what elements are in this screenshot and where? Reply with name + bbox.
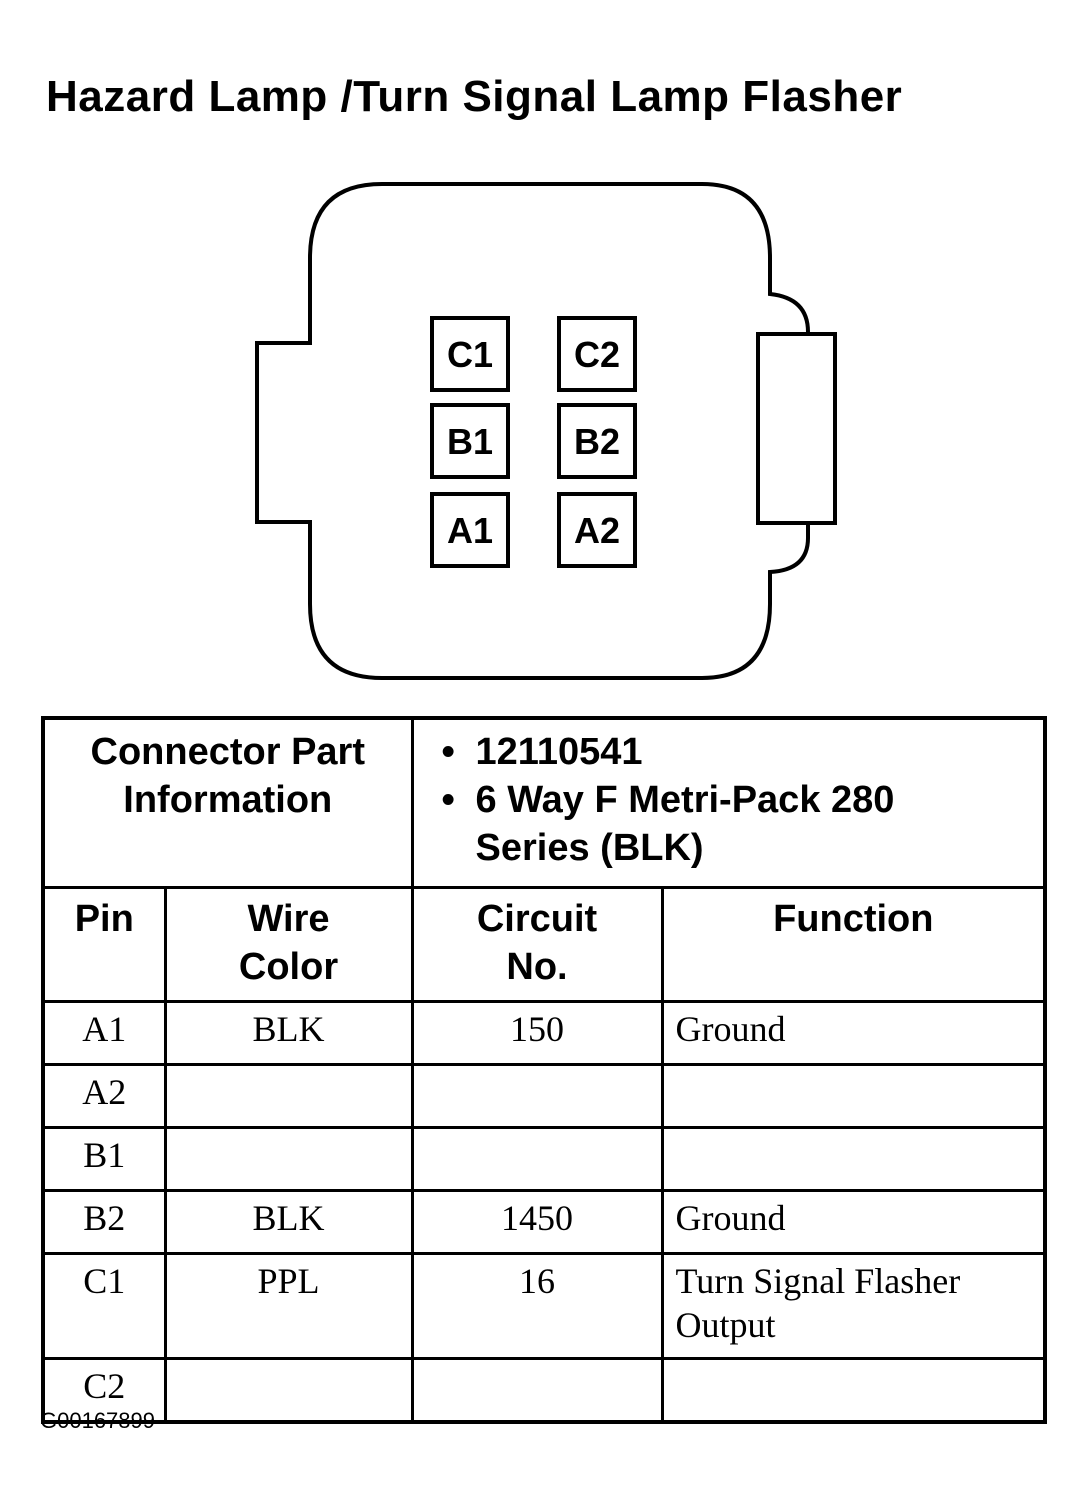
table-row: B1 bbox=[41, 1126, 1047, 1192]
header-circuit-no: Circuit No. bbox=[410, 886, 664, 1003]
part-info-value: • 12110541 • 6 Way F Metri-Pack 280 Seri… bbox=[410, 716, 1047, 889]
pin-cavity-a1: A1 bbox=[430, 492, 510, 568]
pin-label: B1 bbox=[447, 421, 493, 462]
pin-cell: B2 bbox=[41, 1189, 167, 1255]
wire-color-cell bbox=[163, 1063, 414, 1129]
part-info-label-line2: Information bbox=[123, 779, 333, 821]
pin-cavity-b2: B2 bbox=[557, 403, 637, 479]
wire-color-cell: PPL bbox=[163, 1252, 414, 1360]
connector-pinout-table-container: Connector Part Information • 12110541 • … bbox=[41, 716, 1048, 1424]
circuit-cell bbox=[410, 1126, 664, 1192]
header-pin-text: Pin bbox=[74, 898, 134, 940]
part-series-text: Series (BLK) bbox=[475, 827, 704, 869]
function-cell bbox=[660, 1357, 1047, 1424]
wire-color-cell bbox=[163, 1126, 414, 1192]
pin-label: A1 bbox=[447, 510, 493, 551]
circuit-cell: 16 bbox=[410, 1252, 664, 1360]
pin-cavity-c2: C2 bbox=[557, 316, 637, 392]
pin-cell: C1 bbox=[41, 1252, 167, 1360]
bullet-icon: • bbox=[441, 779, 455, 821]
connector-outline bbox=[255, 182, 810, 680]
function-cell bbox=[660, 1063, 1047, 1129]
table-row: A1 BLK 150 Ground bbox=[41, 1000, 1047, 1066]
pin-cell: A1 bbox=[41, 1000, 167, 1066]
header-function-text: Function bbox=[773, 898, 934, 940]
table-row: A2 bbox=[41, 1063, 1047, 1129]
wire-color-cell: BLK bbox=[163, 1000, 414, 1066]
header-pin: Pin bbox=[41, 886, 167, 1003]
part-description-text: 6 Way F Metri-Pack 280 bbox=[475, 779, 895, 821]
function-cell: Turn Signal Flasher Output bbox=[660, 1252, 1047, 1360]
table-row: C1 PPL 16 Turn Signal Flasher Output bbox=[41, 1252, 1047, 1360]
circuit-cell bbox=[410, 1063, 664, 1129]
pin-label: B2 bbox=[574, 421, 620, 462]
header-circuit-line1: Circuit bbox=[476, 898, 598, 940]
latch-tab bbox=[756, 332, 837, 525]
pin-cavity-a2: A2 bbox=[557, 492, 637, 568]
pin-cavity-c1: C1 bbox=[430, 316, 510, 392]
function-line1: Turn Signal Flasher bbox=[675, 1261, 961, 1301]
circuit-cell bbox=[410, 1357, 664, 1424]
part-info-label-line1: Connector Part bbox=[90, 731, 365, 773]
header-row: Pin Wire Color Circuit No. Function bbox=[41, 886, 1047, 1003]
figure-id: G00167899 bbox=[40, 1408, 155, 1433]
wire-color-cell bbox=[163, 1357, 414, 1424]
connector-pinout-table: Connector Part Information • 12110541 • … bbox=[41, 716, 1048, 1424]
header-function: Function bbox=[660, 886, 1047, 1003]
pin-label: C1 bbox=[447, 334, 493, 375]
pin-label: C2 bbox=[574, 334, 620, 375]
part-description: • 6 Way F Metri-Pack 280 bbox=[442, 776, 1044, 824]
part-info-row: Connector Part Information • 12110541 • … bbox=[41, 716, 1047, 889]
part-series: Series (BLK) bbox=[476, 824, 1044, 872]
function-cell: Ground bbox=[660, 1000, 1047, 1066]
header-circuit-line2: No. bbox=[506, 946, 568, 988]
part-number-text: 12110541 bbox=[475, 731, 643, 773]
pin-cell: C2 bbox=[41, 1357, 167, 1424]
pin-cavity-b1: B1 bbox=[430, 403, 510, 479]
function-line2: Output bbox=[675, 1305, 776, 1345]
pin-label: A2 bbox=[574, 510, 620, 551]
header-wire-color: Wire Color bbox=[163, 886, 414, 1003]
part-number: • 12110541 bbox=[442, 728, 1044, 776]
pin-cell: B1 bbox=[41, 1126, 167, 1192]
function-cell bbox=[660, 1126, 1047, 1192]
table-row: B2 BLK 1450 Ground bbox=[41, 1189, 1047, 1255]
wire-color-cell: BLK bbox=[163, 1189, 414, 1255]
connector-face-diagram: C1 C2 B1 B2 A1 A2 bbox=[255, 182, 837, 680]
circuit-cell: 1450 bbox=[410, 1189, 664, 1255]
page-title: Hazard Lamp /Turn Signal Lamp Flasher bbox=[46, 72, 903, 121]
part-info-label: Connector Part Information bbox=[41, 716, 414, 889]
circuit-cell: 150 bbox=[410, 1000, 664, 1066]
header-wire-color-line2: Color bbox=[238, 946, 339, 988]
pin-cell: A2 bbox=[41, 1063, 167, 1129]
function-cell: Ground bbox=[660, 1189, 1047, 1255]
table-row: C2 bbox=[41, 1357, 1047, 1424]
bullet-icon: • bbox=[441, 731, 455, 773]
header-wire-color-line1: Wire bbox=[247, 898, 330, 940]
